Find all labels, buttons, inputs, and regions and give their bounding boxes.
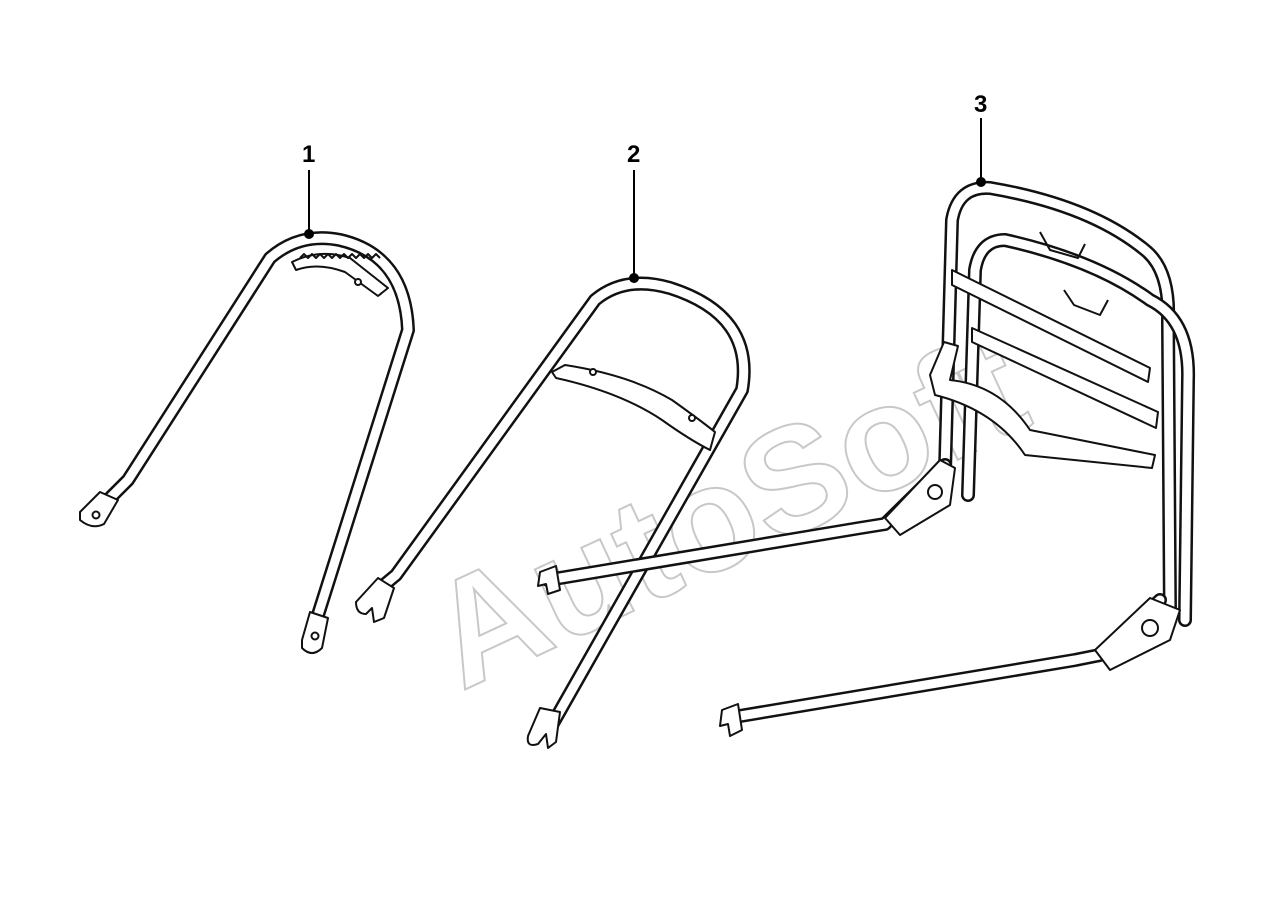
leader-dot-1 xyxy=(304,229,314,239)
part-2-frame xyxy=(355,276,751,749)
callout-label-3: 3 xyxy=(974,91,988,118)
callout-label-2: 2 xyxy=(627,141,641,168)
part-1-handle xyxy=(79,231,415,654)
leader-dot-2 xyxy=(629,273,639,283)
part-3-luggage-rack xyxy=(537,180,1196,737)
leader-dot-3 xyxy=(976,177,986,187)
callout-label-1: 1 xyxy=(302,141,316,168)
